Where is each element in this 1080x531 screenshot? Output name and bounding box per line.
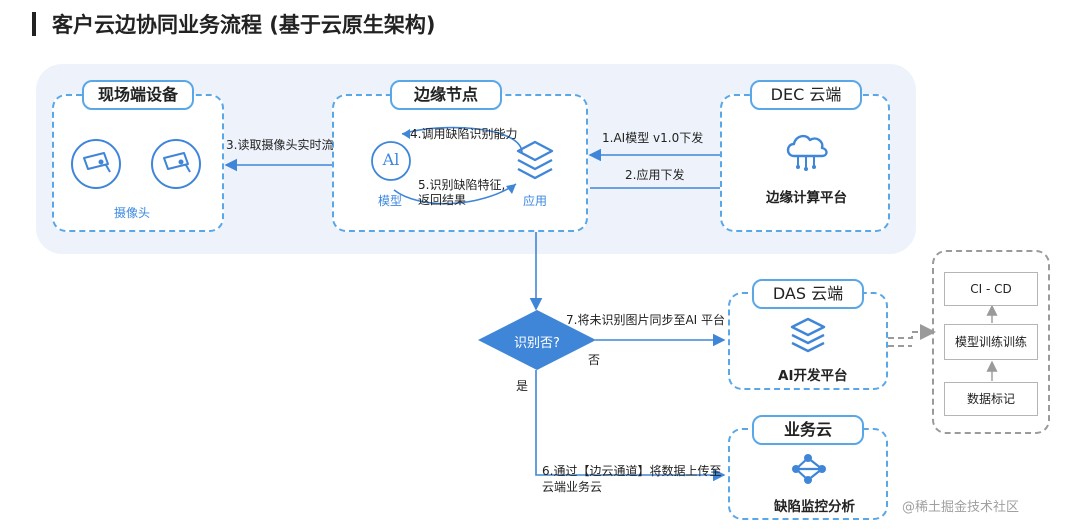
step5-label-line1: 5.识别缺陷特征, [418, 178, 506, 192]
step1-label: 1.AI模型 v1.0下发 [602, 131, 704, 145]
edge-internal-arrows [393, 126, 523, 205]
ai-model-icon [371, 141, 411, 181]
ml-pipeline-box [932, 250, 1050, 434]
decision-question: 识别否? [514, 336, 560, 351]
business-cloud-header: 业务云 [752, 415, 864, 445]
data-labeling-box: 数据标记 [944, 382, 1038, 416]
app-label: 应用 [523, 194, 548, 208]
step5-label-line2: 返回结果 [418, 193, 467, 207]
edge-node-header: 边缘节点 [390, 80, 502, 110]
arrow-yes-to-biz [535, 370, 726, 482]
camera-label: 摄像头 [114, 206, 151, 220]
edge-computing-platform-label: 边缘计算平台 [766, 190, 847, 206]
ai-model-badge: Al [382, 150, 400, 169]
cicd-box: CI - CD [944, 272, 1038, 306]
dec-cloud-header: DEC 云端 [750, 80, 862, 110]
title-accent-bar [32, 12, 36, 36]
step3-label: 3.读取摄像头实时流 [226, 138, 334, 152]
model-label: 模型 [378, 194, 403, 208]
model-training-box: 模型训练训练 [944, 324, 1038, 360]
watermark: @稀土掘金技术社区 [902, 500, 1020, 515]
step4-label: 4.调用缺陷识别能力 [410, 127, 518, 141]
camera-icon [71, 139, 121, 189]
das-cloud-header: DAS 云端 [752, 279, 864, 309]
defect-monitoring-label: 缺陷监控分析 [774, 499, 855, 515]
step6-label-line1: 6.通过【边云通道】将数据上传至 [542, 464, 722, 478]
decision-yes-label: 是 [516, 379, 529, 393]
page-title: 客户云边协同业务流程 (基于云原生架构) [52, 13, 436, 37]
ai-dev-platform-label: AI开发平台 [778, 368, 848, 384]
step6-label-line2: 云端业务云 [542, 480, 603, 494]
camera-icon [151, 139, 201, 189]
network-analysis-icon [792, 454, 826, 484]
ai-platform-layers-icon [790, 317, 826, 353]
application-layers-icon [516, 140, 554, 180]
decision-diamond [478, 310, 596, 370]
step7-label: 7.将未识别图片同步至AI 平台 [566, 313, 726, 327]
cloud-computing-icon [786, 134, 828, 171]
field-devices-header: 现场端设备 [82, 80, 194, 110]
arrow-das-to-pipeline [888, 324, 936, 340]
step2-label: 2.应用下发 [625, 168, 685, 182]
das-cloud-box [728, 292, 888, 390]
decision-no-label: 否 [588, 353, 601, 367]
